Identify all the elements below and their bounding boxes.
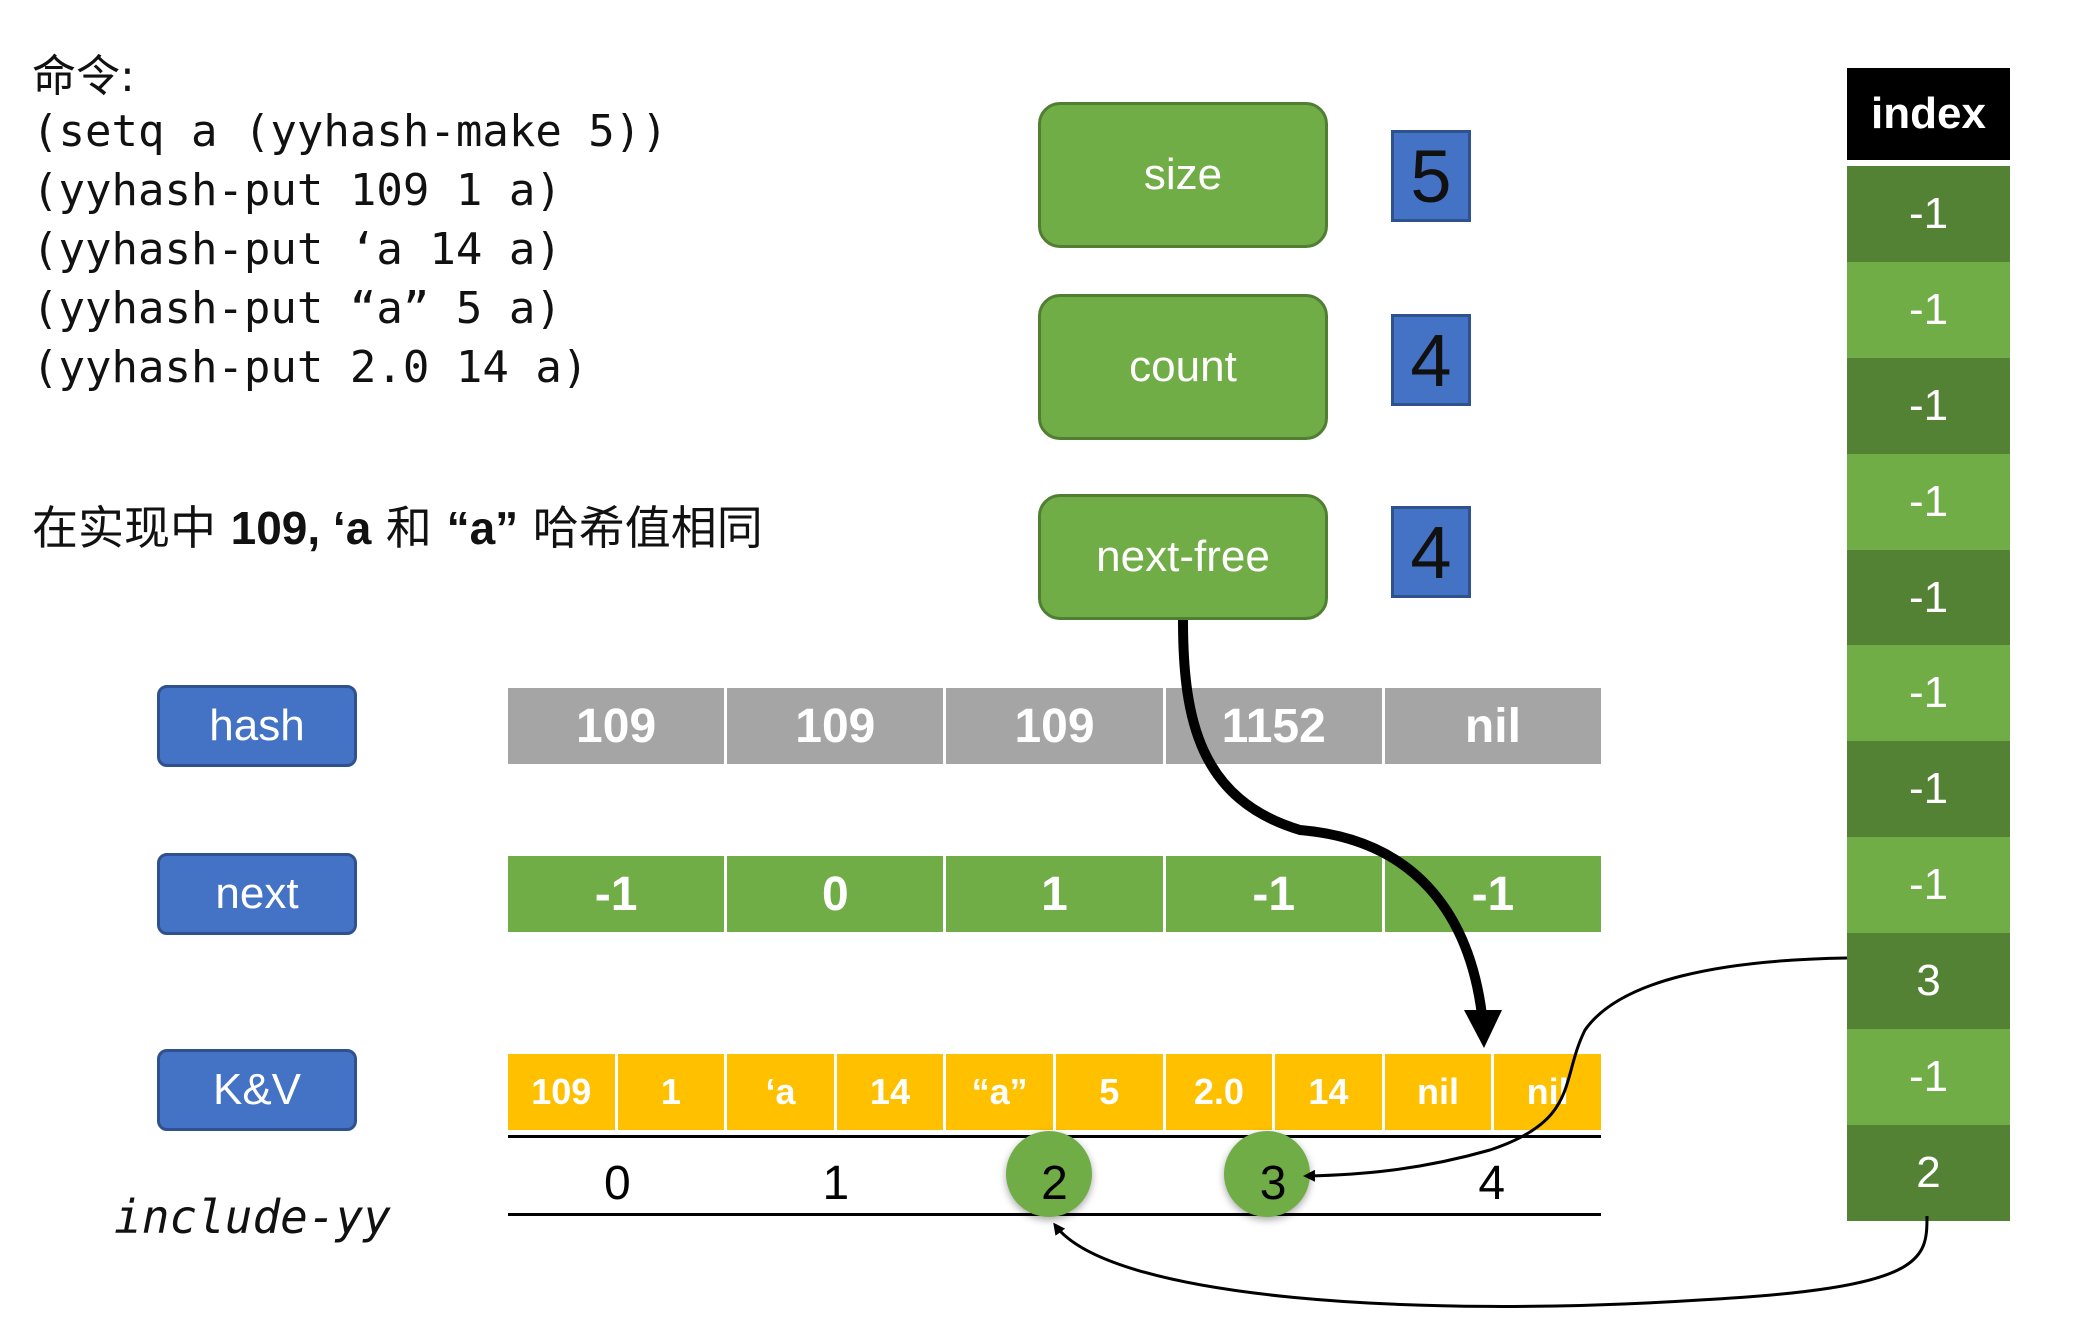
- kv-cell: 109: [508, 1054, 618, 1130]
- index-header: index: [1847, 68, 2010, 160]
- next-cell: -1: [1165, 856, 1385, 932]
- next-cell: 1: [946, 856, 1166, 932]
- index-cell: -1: [1847, 453, 2010, 550]
- index-column: -1 -1 -1 -1 -1 -1 -1 -1 3 -1 2: [1847, 166, 2010, 1221]
- slot-index: 0: [603, 1156, 631, 1210]
- index-cell: 3: [1847, 933, 2010, 1030]
- hash-cell: 109: [946, 688, 1166, 764]
- index-cell: -1: [1847, 837, 2010, 934]
- slot-index-row: 0 1 2 3 4: [508, 1145, 1601, 1221]
- note-suffix: 哈希值相同: [518, 501, 763, 555]
- slot-index: 2: [1041, 1156, 1068, 1210]
- index-cell: -1: [1847, 357, 2010, 454]
- index-cell: -1: [1847, 741, 2010, 838]
- index-cell: -1: [1847, 549, 2010, 646]
- next-array: -1 0 1 -1 -1: [508, 856, 1602, 932]
- hash-label: hash: [157, 685, 357, 767]
- hash-cell: nil: [1384, 688, 1602, 764]
- index-to-slot-3-arrow: [1303, 956, 1848, 1182]
- command-line-3: (yyhash-put ‘a 14 a): [32, 224, 562, 275]
- kv-cell: 14: [836, 1054, 947, 1130]
- next-free-value: 4: [1391, 506, 1471, 598]
- index-cell: -1: [1847, 261, 2010, 358]
- slot-index: 4: [1478, 1156, 1506, 1210]
- kv-cell: 5: [1055, 1054, 1166, 1130]
- index-cell: 2: [1847, 1124, 2010, 1221]
- count-field: count: [1038, 294, 1328, 440]
- size-value: 5: [1391, 130, 1471, 222]
- kv-cell: nil: [1384, 1054, 1495, 1130]
- note-bold-2: “a”: [446, 502, 519, 554]
- next-cell: -1: [1384, 856, 1602, 932]
- next-cell: -1: [508, 856, 728, 932]
- next-free-arrowhead: [1464, 1010, 1502, 1048]
- kv-cell: ‘a: [727, 1054, 837, 1130]
- slot-index: 3: [1259, 1156, 1287, 1210]
- kv-cell: 14: [1275, 1054, 1385, 1130]
- next-cell: 0: [727, 856, 947, 932]
- kv-cell: 1: [617, 1054, 728, 1130]
- hash-cell: 109: [727, 688, 947, 764]
- kv-cell: 2.0: [1165, 1054, 1276, 1130]
- command-line-5: (yyhash-put 2.0 14 a): [32, 342, 589, 393]
- next-free-arrow: [1178, 619, 1487, 1016]
- hash-note: 在实现中 109, ‘a 和 “a” 哈希值相同: [32, 492, 763, 558]
- slot-2-highlight: [1006, 1131, 1092, 1217]
- slot-3-highlight: [1224, 1131, 1310, 1217]
- command-line-1: (setq a (yyhash-make 5)): [32, 106, 668, 157]
- hash-cell: 1152: [1165, 688, 1385, 764]
- slot-index: 1: [822, 1156, 850, 1210]
- footer-label: include-yy: [114, 1190, 391, 1244]
- hash-cell: 109: [508, 688, 728, 764]
- command-line-2: (yyhash-put 109 1 a): [32, 165, 562, 216]
- kv-array: 109 1 ‘a 14 “a” 5 2.0 14 nil nil: [508, 1054, 1601, 1130]
- hash-array: 109 109 109 1152 nil: [508, 688, 1602, 764]
- commands-title: 命令:: [32, 51, 135, 102]
- kv-cell: “a”: [946, 1054, 1056, 1130]
- next-label: next: [157, 853, 357, 935]
- note-bold-1: 109, ‘a: [230, 502, 372, 554]
- next-free-field: next-free: [1038, 494, 1328, 620]
- kv-label: K&V: [157, 1049, 357, 1131]
- command-line-4: (yyhash-put “a” 5 a): [32, 283, 562, 334]
- index-cell: -1: [1847, 1029, 2010, 1125]
- index-cell: -1: [1847, 166, 2010, 262]
- count-value: 4: [1391, 314, 1471, 406]
- index-cell: -1: [1847, 645, 2010, 742]
- note-prefix: 在实现中: [32, 501, 231, 555]
- index-to-slot-2-arrow: [1053, 1215, 1929, 1308]
- note-mid: 和: [371, 501, 447, 555]
- size-field: size: [1038, 102, 1328, 248]
